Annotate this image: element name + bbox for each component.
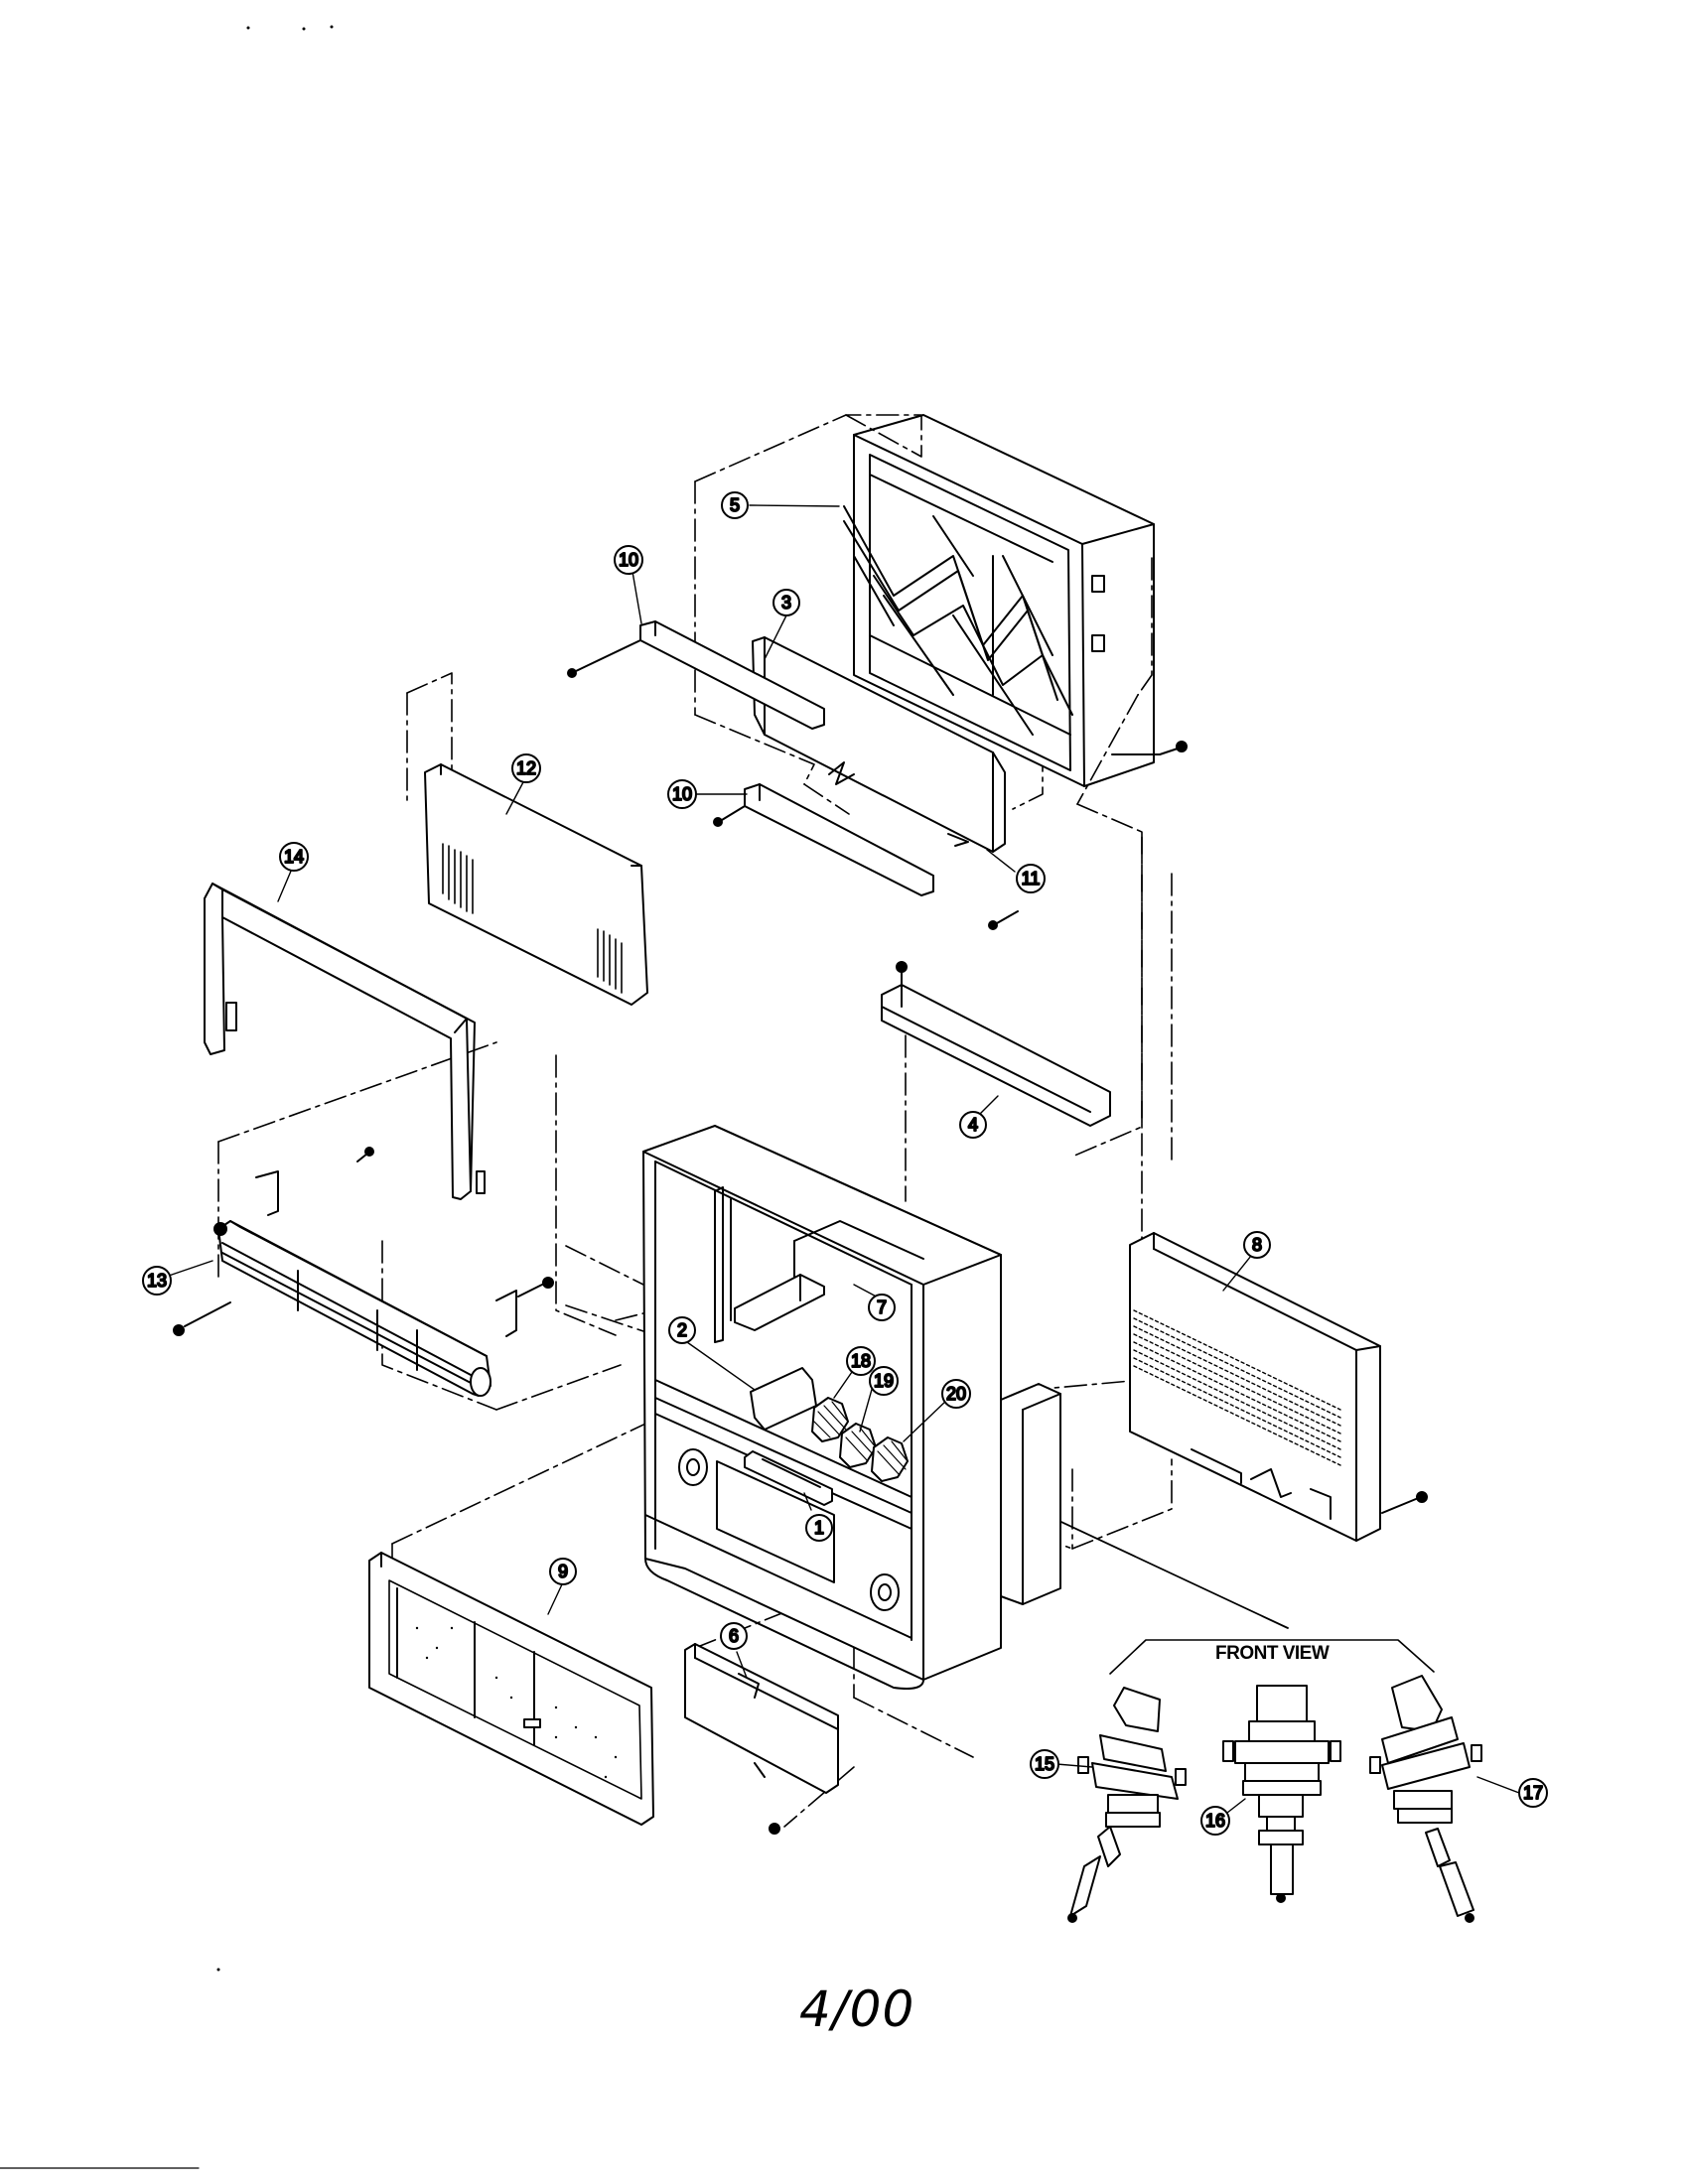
part-9-front-grill [368, 1552, 654, 1826]
callout-7: 7 [868, 1294, 896, 1321]
callout-3: 3 [772, 589, 800, 616]
part-5-mirror-box [843, 414, 1188, 787]
callout-20: 20 [941, 1379, 971, 1409]
crt-tube-20 [871, 1436, 909, 1482]
callout-15-label: 15 [1035, 1754, 1054, 1774]
crt-tube-group [750, 1367, 909, 1482]
callout-10-upper-label: 10 [619, 550, 638, 570]
callout-9: 9 [549, 1558, 577, 1585]
part-4-shelf-bracket [881, 961, 1111, 1127]
callout-19-label: 19 [874, 1371, 894, 1391]
callout-16: 16 [1200, 1806, 1230, 1836]
callout-17-label: 17 [1523, 1783, 1543, 1803]
callout-8-label: 8 [1252, 1235, 1262, 1255]
callout-14: 14 [279, 842, 309, 872]
callout-13-label: 13 [147, 1271, 167, 1291]
callout-18-label: 18 [851, 1351, 871, 1371]
part-8-rear-cover [1129, 1232, 1428, 1542]
callout-6: 6 [720, 1622, 748, 1650]
callout-1-label: 1 [814, 1518, 824, 1538]
callout-4-label: 4 [968, 1115, 978, 1135]
callout-10-lower-label: 10 [672, 784, 692, 804]
callout-7-label: 7 [877, 1297, 887, 1317]
callout-6-label: 6 [729, 1626, 739, 1646]
part-6-bottom-tray [684, 1643, 839, 1835]
grill-texture [415, 1626, 618, 1779]
callout-8: 8 [1243, 1231, 1271, 1259]
callout-2: 2 [668, 1316, 696, 1344]
callout-14-label: 14 [284, 847, 304, 867]
part-16-lens-assembly [1222, 1685, 1341, 1903]
callout-3-label: 3 [781, 593, 791, 613]
part-15-lens-assembly [1067, 1687, 1187, 1923]
callout-20-label: 20 [946, 1384, 966, 1404]
callout-4: 4 [959, 1111, 987, 1139]
callout-11-label: 11 [1022, 869, 1041, 888]
callout-18: 18 [846, 1346, 876, 1376]
front-view-bracket [1109, 1639, 1435, 1675]
callout-2-label: 2 [677, 1320, 687, 1340]
callout-11: 11 [1016, 864, 1046, 893]
part-12-rear-panel [424, 763, 648, 1006]
callout-10-upper: 10 [614, 545, 643, 575]
part-17-lens-assembly [1369, 1675, 1482, 1923]
crt-tube-18 [811, 1397, 849, 1442]
part-10-rail-upper [567, 620, 825, 730]
scan-specks [216, 25, 334, 1972]
part-13-frame-base [173, 1147, 554, 1397]
callout-9-label: 9 [558, 1562, 568, 1581]
callout-12-label: 12 [516, 758, 536, 778]
callout-5: 5 [721, 491, 749, 519]
date-mark: 4/00 [799, 1980, 915, 2038]
callout-15: 15 [1030, 1749, 1059, 1779]
callout-19: 19 [869, 1366, 899, 1396]
crt-tube-19 [839, 1423, 877, 1468]
callout-13: 13 [142, 1266, 172, 1296]
callout-1: 1 [805, 1514, 833, 1542]
part-10-rail-lower [713, 783, 934, 896]
cabinet-main-body [642, 1125, 1061, 1690]
callout-17: 17 [1518, 1778, 1548, 1808]
callout-16-label: 16 [1205, 1811, 1225, 1831]
callout-10-lower: 10 [667, 779, 697, 809]
front-view-label: FRONT VIEW [1215, 1643, 1330, 1664]
callout-12: 12 [511, 753, 541, 783]
callout-5-label: 5 [730, 495, 740, 515]
part-14-screen-frame [204, 883, 486, 1200]
callout-leaders [168, 504, 1520, 1814]
